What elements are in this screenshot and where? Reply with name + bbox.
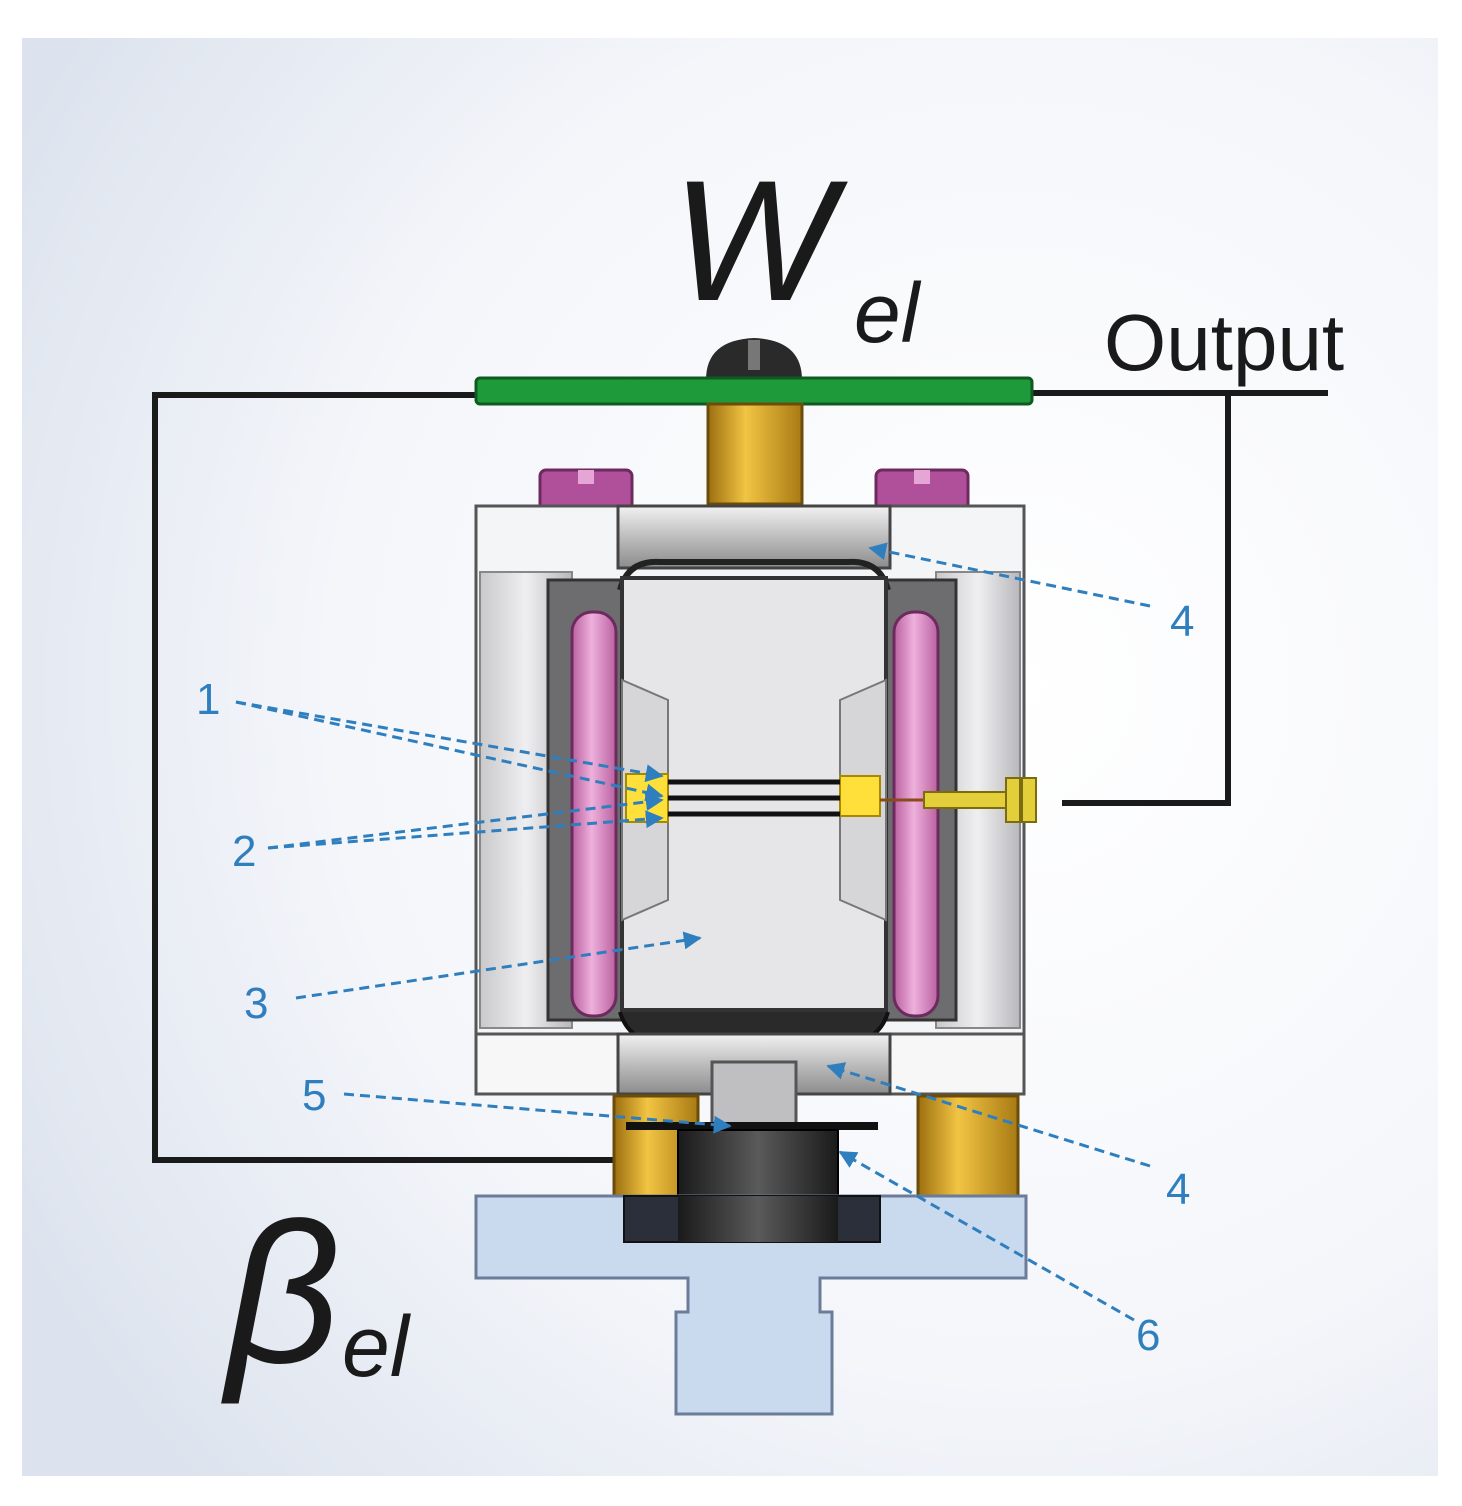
pcb-board xyxy=(474,376,1034,406)
base-block xyxy=(474,1194,1028,1416)
electrode-plate xyxy=(626,1122,878,1130)
output-connector xyxy=(923,777,1037,823)
post-base xyxy=(678,1196,838,1242)
bottom-symbol-main: β xyxy=(221,1182,340,1405)
callout-4-top: 4 xyxy=(1170,597,1194,646)
right-magnet xyxy=(892,610,940,1018)
callout-2: 2 xyxy=(232,827,256,876)
callout-1: 1 xyxy=(196,675,220,724)
right-clamp xyxy=(839,775,881,817)
output-wire xyxy=(1030,390,1328,806)
top-screw xyxy=(706,338,802,380)
callout-3: 3 xyxy=(244,979,268,1028)
left-magnet xyxy=(570,610,618,1018)
resonator-beams xyxy=(668,779,840,817)
top-brass-stem xyxy=(706,402,804,506)
feedback-wire xyxy=(152,392,615,1163)
output-label: Output xyxy=(1104,298,1344,387)
top-symbol-main: W xyxy=(672,145,848,337)
callout-6: 6 xyxy=(1136,1311,1160,1360)
callout-4-bottom: 4 xyxy=(1166,1165,1190,1214)
bottom-symbol-sub: el xyxy=(342,1299,412,1395)
callout-5: 5 xyxy=(302,1071,326,1120)
top-symbol-sub: el xyxy=(854,266,922,360)
left-clamp xyxy=(625,773,669,823)
right-screw-head xyxy=(874,468,970,512)
callout-arrows xyxy=(235,542,1151,1322)
right-brass-leg xyxy=(916,1094,1020,1198)
top-cap xyxy=(616,504,892,591)
left-screw-head xyxy=(538,468,634,512)
